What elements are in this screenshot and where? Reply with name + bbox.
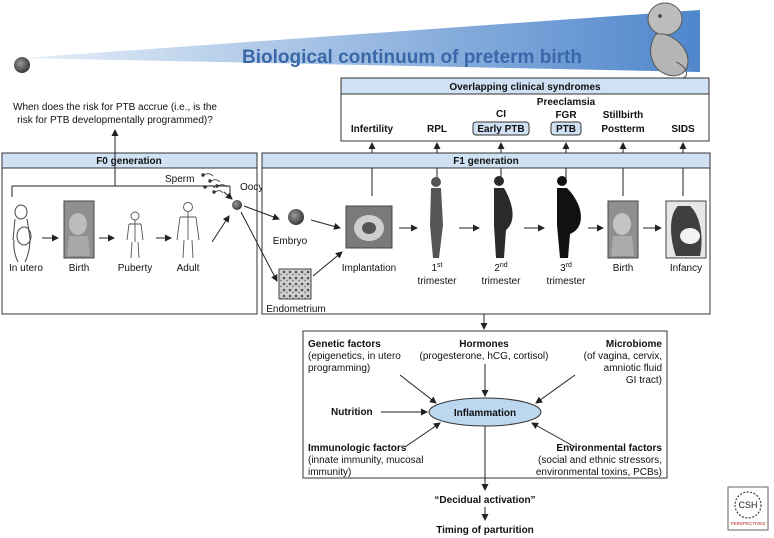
svg-text:3rd: 3rd [560, 262, 572, 274]
syndromes-header: Overlapping clinical syndromes [449, 82, 601, 93]
stage-birth-f0: Birth [69, 263, 90, 274]
tri2-label: 2nd trimester [482, 262, 522, 287]
sperm-label: Sperm [165, 174, 194, 185]
microbiome-l3: GI tract) [626, 375, 662, 386]
syndrome-sids: SIDS [671, 124, 695, 135]
hormones-l1: (progesterone, hCG, cortisol) [420, 351, 549, 362]
syndrome-early-ptb: Early PTB [477, 124, 524, 135]
stage-puberty: Puberty [118, 263, 152, 274]
syndrome-ci: CI [496, 109, 506, 120]
svg-text:trimester: trimester [418, 276, 458, 287]
title-band: Biological continuum of preterm birth [14, 2, 700, 79]
environmental-l2: environmental toxins, PCBs) [536, 467, 662, 478]
microbiome-title: Microbiome [606, 339, 663, 350]
environmental-l1: (social and ethnic stressors, [538, 455, 662, 466]
tri1-label: 1st trimester [418, 262, 458, 287]
ovum-icon [14, 57, 30, 73]
syndrome-infertility: Infertility [351, 124, 394, 135]
birth-photo [63, 200, 95, 259]
tri3-label: 3rd trimester [547, 262, 587, 287]
timing-of-parturition-label: Timing of parturition [436, 525, 534, 536]
nutrition-label: Nutrition [331, 407, 373, 418]
f1-birth-label: Birth [613, 263, 634, 274]
svg-text:PERSPECTIVES: PERSPECTIVES [731, 521, 766, 526]
third-trimester-silhouette [557, 176, 581, 258]
syndrome-fgr: FGR [555, 110, 577, 121]
infancy-label: Infancy [670, 263, 702, 274]
syndrome-postterm: Postterm [601, 124, 644, 135]
stage-adult: Adult [177, 263, 200, 274]
decidual-activation-label: “Decidual activation” [434, 495, 535, 506]
microbiome-l2: amniotic fluid [604, 363, 662, 374]
stage-in-utero: In utero [9, 263, 43, 274]
environmental-title: Environmental factors [556, 443, 662, 454]
svg-text:2nd: 2nd [494, 262, 507, 274]
genetic-factors-title: Genetic factors [308, 339, 381, 350]
adult-figure [176, 202, 200, 259]
hormones-title: Hormones [459, 339, 509, 350]
oocyte-icon [232, 200, 242, 210]
microbiome-l1: (of vagina, cervix, [584, 351, 662, 362]
endometrium-label: Endometrium [266, 304, 325, 315]
syndromes-box: Overlapping clinical syndromes Infertili… [340, 77, 710, 142]
svg-text:trimester: trimester [482, 276, 522, 287]
svg-text:1st: 1st [431, 262, 442, 274]
factor-arrows [381, 364, 576, 521]
syndrome-ptb: PTB [556, 124, 576, 135]
inflammation-label: Inflammation [454, 408, 516, 419]
svg-text:CSH: CSH [738, 500, 757, 510]
syndrome-preeclampsia: Preeclamsia [537, 97, 596, 108]
csh-perspectives-logo: CSH PERSPECTIVES [727, 486, 769, 531]
infancy-photo [665, 200, 707, 259]
second-trimester-silhouette [494, 176, 513, 258]
f1-header: F1 generation [453, 156, 519, 167]
implantation-image [345, 205, 393, 249]
sperm-icon [201, 173, 228, 194]
in-utero-figure [12, 204, 32, 263]
svg-text:trimester: trimester [547, 276, 587, 287]
f1-birth-photo [607, 200, 639, 259]
genetic-factors-l2: programming) [308, 363, 370, 374]
genetic-factors-l1: (epigenetics, in utero [308, 351, 401, 362]
syndrome-stillbirth: Stillbirth [603, 110, 644, 121]
question-line-2: risk for PTB developmentally programmed)… [17, 115, 213, 126]
diagram-title: Biological continuum of preterm birth [242, 47, 582, 68]
question-line-1: When does the risk for PTB accrue (i.e.,… [13, 102, 217, 113]
immunologic-l1: (innate immunity, mucosal [308, 455, 423, 466]
immunologic-title: Immunologic factors [308, 443, 407, 454]
oocyte-label: Oocyte [240, 182, 272, 193]
puberty-figure [126, 211, 144, 259]
f0-header: F0 generation [96, 156, 162, 167]
ptb-highlight [550, 121, 582, 136]
f1-box: F1 generation [261, 152, 711, 315]
syndrome-arrows [368, 142, 687, 153]
early-ptb-highlight [472, 121, 530, 136]
endometrium-image [278, 268, 312, 300]
f0-box: F0 generation [1, 152, 258, 315]
syndrome-rpl: RPL [427, 124, 447, 135]
first-trimester-silhouette [430, 177, 443, 258]
embryo-icon [288, 209, 304, 225]
fetus-icon [647, 2, 689, 79]
implantation-label: Implantation [342, 263, 396, 274]
embryo-label: Embryo [273, 236, 308, 247]
immunologic-l2: immunity) [308, 467, 351, 478]
